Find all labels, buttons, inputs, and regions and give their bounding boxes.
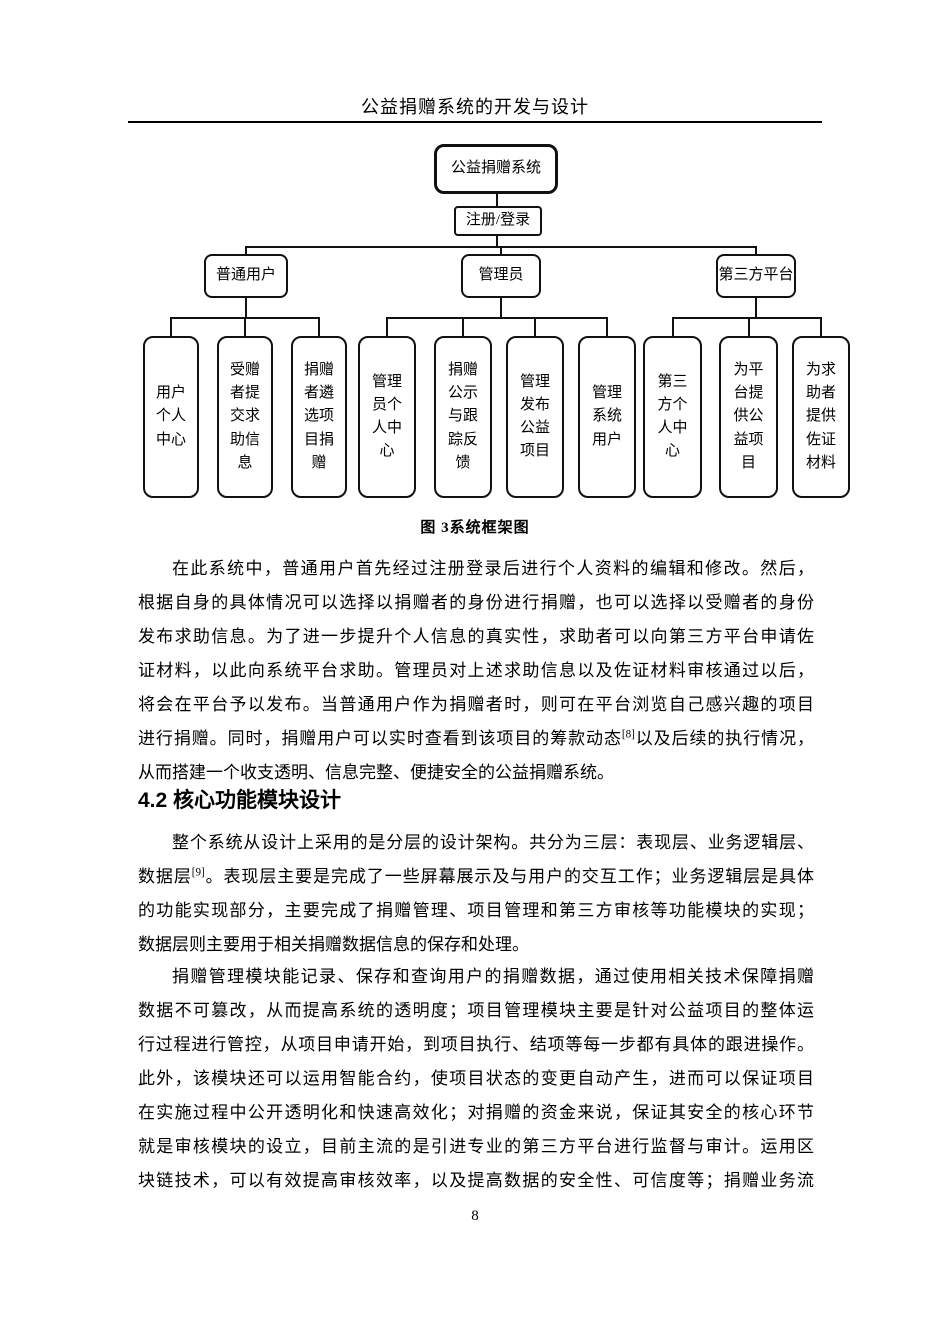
system-framework-diagram: 公益捐赠系统 注册/登录 普通用户 管理员 第三方平台 用户个人中心 受赠者提交… — [0, 0, 950, 520]
node-label: 公益捐赠系统 — [450, 160, 541, 177]
node-recipient-submit-help-info: 受赠者提交求助信息 — [217, 336, 273, 498]
node-register-login: 注册/登录 — [454, 206, 542, 236]
node-third-party-personal-center: 第三方个人中心 — [643, 336, 702, 498]
text-line: 块链技术，可以有效提高审核效率，以及提高数据的安全性、可信度等；捐赠业务流 — [138, 1171, 814, 1190]
node-label: 管理员 — [478, 267, 524, 284]
text-line: 的功能实现部分，主要完成了捐赠管理、项目管理和第三方审核等功能模块的实现； — [138, 901, 814, 920]
text-line: 从而搭建一个收支透明、信息完整、便捷安全的公益捐赠系统。 — [138, 763, 614, 782]
text-line: 数据层则主要用于相关捐赠数据信息的保存和处理。 — [138, 935, 529, 954]
body-paragraph-3: 捐赠管理模块能记录、保存和查询用户的捐赠数据，通过使用相关技术保障捐赠数据不可篡… — [138, 960, 814, 1198]
section-heading: 4.2 核心功能模块设计 — [138, 789, 342, 812]
page-number: 8 — [471, 1208, 479, 1224]
node-label: 为求助者提供佐证材料 — [805, 361, 836, 471]
text-line: 此外，该模块还可以运用智能合约，使项目状态的变更自动产生，进而可以保证项目 — [138, 1069, 814, 1088]
node-label: 受赠者提交求助信息 — [229, 361, 260, 471]
connector-group — [170, 194, 822, 338]
node-public-welfare-donation-system: 公益捐赠系统 — [434, 144, 558, 194]
header-rule — [128, 121, 822, 123]
node-label: 捐赠者遴选项目捐赠 — [303, 361, 334, 471]
text-line: 在此系统中，普通用户首先经过注册登录后进行个人资料的编辑和修改。然后， — [172, 559, 814, 578]
node-user-personal-center: 用户个人中心 — [143, 336, 199, 498]
node-label: 第三方个人中心 — [657, 373, 688, 460]
node-label: 第三方平台 — [718, 267, 794, 284]
node-provide-welfare-projects-for-platform: 为平台提供公益项目 — [719, 336, 778, 498]
node-provide-evidence-for-help-seekers: 为求助者提供佐证材料 — [792, 336, 850, 498]
text-line: 根据自身的具体情况可以选择以捐赠者的身份进行捐赠，也可以选择以受赠者的身份 — [138, 593, 814, 612]
node-donor-select-project-donate: 捐赠者遴选项目捐赠 — [291, 336, 347, 498]
node-third-party-platform: 第三方平台 — [716, 254, 796, 298]
figure-caption: 图 3系统框架图 — [420, 520, 530, 536]
body-paragraph-2: 整个系统从设计上采用的是分层的设计架构。共分为三层：表现层、业务逻辑层、数据层[… — [138, 826, 814, 962]
text-line: 发布求助信息。为了进一步提升个人信息的真实性，求助者可以向第三方平台申请佐 — [138, 627, 814, 646]
header-title: 公益捐赠系统的开发与设计 — [361, 97, 589, 117]
text-line: 数据不可篡改，从而提高系统的透明度；项目管理模块主要是针对公益项目的整体运 — [138, 1001, 814, 1020]
node-label: 用户个人中心 — [155, 385, 186, 448]
node-administrator: 管理员 — [461, 254, 541, 298]
text-line: 将会在平台予以发布。当普通用户作为捐赠者时，则可在平台浏览自己感兴趣的项目 — [138, 695, 814, 714]
text-line: 行过程进行管控，从项目申请开始，到项目执行、结项等每一步都有具体的跟进操作。 — [138, 1035, 814, 1054]
diagram-connectors — [170, 194, 822, 338]
node-label: 管理员个人中心 — [371, 373, 402, 460]
node-label: 为平台提供公益项目 — [733, 361, 764, 471]
node-label: 管理系统用户 — [591, 385, 622, 448]
node-label: 捐赠公示与跟踪反馈 — [447, 361, 478, 471]
text-line: 在实施过程中公开透明化和快速高效化；对捐赠的资金来说，保证其安全的核心环节 — [138, 1103, 814, 1122]
body-paragraph-1: 在此系统中，普通用户首先经过注册登录后进行个人资料的编辑和修改。然后， 根据自身的… — [138, 552, 814, 790]
node-manage-publish-welfare-projects: 管理发布公益项目 — [506, 336, 564, 498]
node-label: 普通用户 — [215, 267, 276, 284]
text-line: 就是审核模块的设立，目前主流的是引进专业的第三方平台进行监督与审计。运用区 — [138, 1137, 814, 1156]
text-line: 进行捐赠。同时，捐赠用户可以实时查看到该项目的筹款动态[8]以及后续的执行情况， — [138, 728, 814, 748]
node-admin-personal-center: 管理员个人中心 — [358, 336, 416, 498]
text-line: 捐赠管理模块能记录、保存和查询用户的捐赠数据，通过使用相关技术保障捐赠 — [172, 967, 814, 986]
citation-ref: [8] — [621, 728, 635, 741]
node-donation-publicity-tracking-feedback: 捐赠公示与跟踪反馈 — [434, 336, 492, 498]
text-line: 证材料，以此向系统平台求助。管理员对上述求助信息以及佐证材料审核通过以后， — [138, 661, 814, 680]
citation-ref: [9] — [191, 866, 205, 879]
node-manage-system-users: 管理系统用户 — [578, 336, 636, 498]
node-label: 管理发布公益项目 — [519, 373, 550, 460]
node-label: 注册/登录 — [465, 212, 531, 229]
node-ordinary-user: 普通用户 — [204, 254, 288, 298]
text-line: 整个系统从设计上采用的是分层的设计架构。共分为三层：表现层、业务逻辑层、 — [172, 833, 814, 852]
text-line: 数据层[9]。表现层主要是完成了一些屏幕展示及与用户的交互工作；业务逻辑层是具体 — [138, 866, 814, 886]
